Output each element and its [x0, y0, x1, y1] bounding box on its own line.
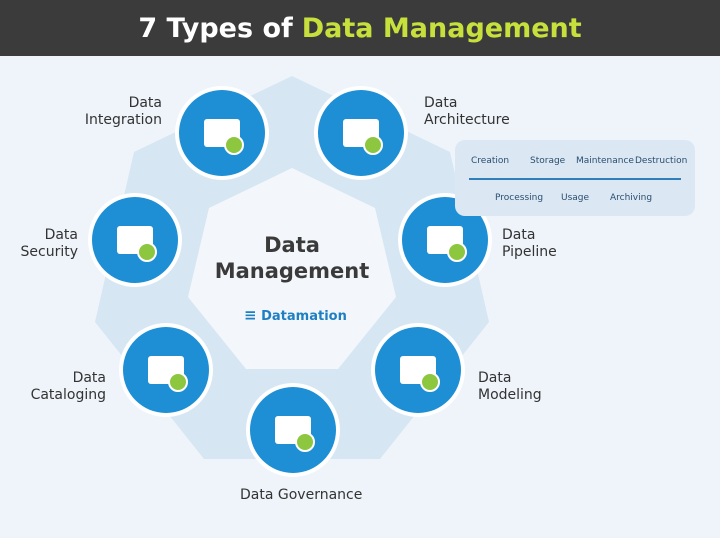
hierarchy-shapes-icon — [343, 119, 383, 155]
padlock-check-icon — [117, 226, 157, 262]
title-prefix: 7 Types of — [138, 12, 293, 44]
stage-maintenance: Maintenance — [576, 156, 634, 166]
abc-cards-search-icon — [148, 356, 188, 392]
type-data-cataloging — [119, 323, 213, 417]
type-data-architecture — [314, 86, 408, 180]
stage-destruction: Destruction — [635, 156, 688, 166]
type-data-security — [88, 193, 182, 287]
type-data-governance — [246, 383, 340, 477]
stage-processing: Processing — [495, 193, 544, 203]
stage-archiving: Archiving — [610, 193, 653, 203]
type-data-modeling — [371, 323, 465, 417]
timeline-axis — [469, 178, 681, 180]
stage-storage: Storage — [530, 156, 566, 166]
stage-usage: Usage — [561, 193, 590, 203]
type-data-pipeline — [398, 193, 492, 287]
stage-creation: Creation — [471, 156, 510, 166]
label-governance: Data Governance — [240, 487, 363, 503]
diagram — [88, 76, 492, 477]
inner-heptagon — [188, 168, 396, 369]
open-book-user-icon — [400, 356, 440, 392]
bank-building-check-icon — [275, 416, 315, 452]
type-data-integration — [175, 86, 269, 180]
folder-link-icon — [204, 119, 244, 155]
pipe-icon — [427, 226, 467, 262]
lifecycle-timeline: Creation Storage Maintenance Destruction… — [455, 140, 695, 216]
brand-logo: ≡ Datamation — [244, 306, 347, 324]
title-highlight: Data Management — [301, 12, 582, 44]
